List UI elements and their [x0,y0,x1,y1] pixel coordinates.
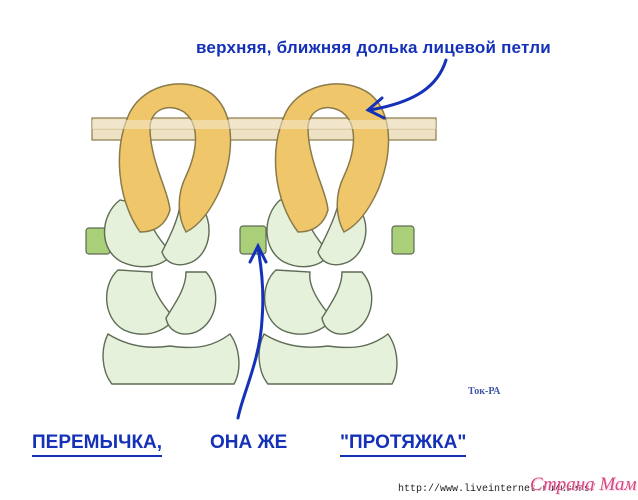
arrows [236,58,448,420]
top-annotation-label: верхняя, ближняя долька лицевой петли [196,38,551,57]
needle-front [92,120,436,129]
stitch-columns [102,199,398,385]
site-logo: Страна Мам [530,474,637,495]
source-url[interactable]: http://www.liveinternet.ru/users/ [398,484,597,495]
stitch-right-row2-right-leg [321,271,373,335]
label-peremychka: ПЕРЕМЫЧКА, [32,432,163,457]
author-signature: Ток-РА [468,386,501,397]
stitch-left-row2-right-leg [165,271,217,335]
stitch-left-row3 [102,332,240,385]
stitch-left-row2-left-leg [105,269,175,335]
green-bar-right [391,225,415,255]
yellow-loops [118,83,390,233]
stitch-right-row2-left-leg [263,269,333,335]
label-protyazhka: "ПРОТЯЖКА" [340,432,467,457]
loop-left [118,83,232,233]
arrow-bottom-icon [236,246,265,420]
arrow-top-icon [368,58,448,112]
stitch-right-row3 [258,332,398,385]
label-ona-zhe: ОНА ЖЕ [210,432,288,453]
green-bar-middle [239,225,267,255]
